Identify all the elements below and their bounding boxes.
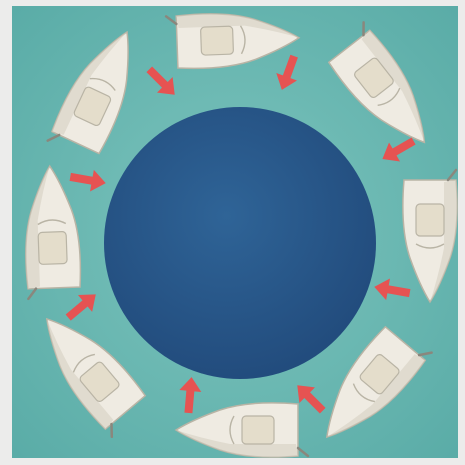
boat-cabin <box>242 416 274 444</box>
boat-cabin <box>201 26 234 55</box>
center-circle <box>104 107 376 379</box>
boat-cabin <box>38 232 67 265</box>
boat-cabin <box>416 204 444 236</box>
